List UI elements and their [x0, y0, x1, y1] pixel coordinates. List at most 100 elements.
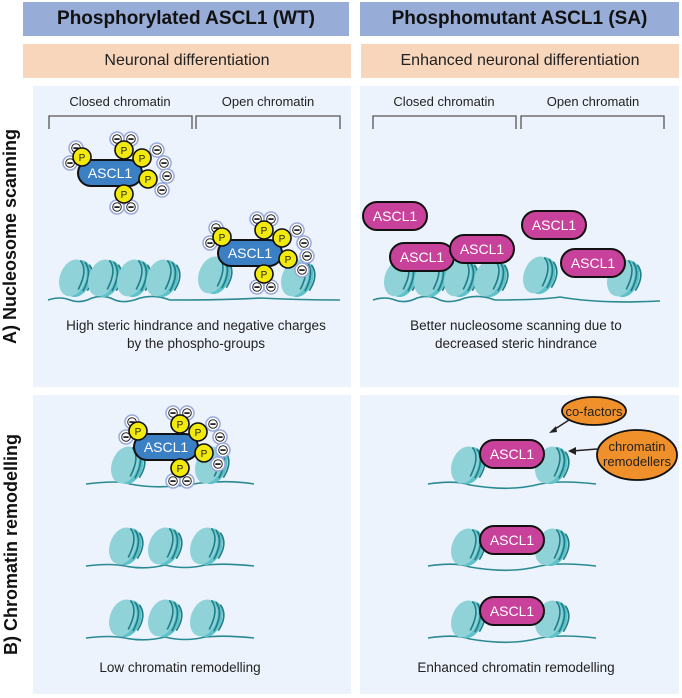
negative-charge-icon: [154, 182, 170, 198]
ascl1-phosphomutant-protein: ASCL1: [521, 210, 587, 240]
ascl1-phosphomutant-protein: ASCL1: [479, 525, 545, 555]
phospho-group-icon: P: [278, 249, 298, 269]
svg-text:P: P: [139, 154, 146, 165]
nucleosome: [103, 522, 149, 570]
phospho-group-icon: P: [188, 422, 208, 442]
negative-charge-icon: [296, 235, 312, 251]
chromatin-fiber-sa-scanning: [372, 251, 661, 303]
phospho-group-icon: P: [254, 220, 274, 240]
nucleosome: [103, 594, 149, 642]
nucleosome: [140, 254, 186, 302]
svg-text:P: P: [177, 464, 184, 475]
ascl1-phosphomutant-protein: ASCL1: [389, 242, 455, 272]
svg-text:ASCL1: ASCL1: [490, 603, 535, 619]
chromatin-fiber-wt-remodelling: [85, 441, 255, 489]
svg-text:P: P: [177, 420, 184, 431]
negative-charge-icon: [159, 168, 175, 184]
svg-text:ASCL1: ASCL1: [228, 245, 273, 261]
nucleosome: [142, 522, 188, 570]
caption-sa-scanning-line1: Better nucleosome scanning due to: [410, 318, 622, 333]
svg-text:P: P: [201, 449, 208, 460]
svg-text:ASCL1: ASCL1: [532, 217, 577, 233]
column-subtitle-wt: Neuronal differentiation: [23, 44, 351, 78]
caption-sa-remodelling: Enhanced chromatin remodelling: [417, 660, 614, 675]
label-closed-chromatin-wt: Closed chromatin: [69, 94, 170, 109]
label-closed-chromatin-sa: Closed chromatin: [393, 94, 494, 109]
negative-charge-icon: [299, 248, 315, 264]
svg-text:P: P: [145, 175, 152, 186]
phospho-group-icon: P: [138, 169, 158, 189]
negative-charge-icon: [215, 442, 231, 458]
column-header-sa: Phosphomutant ASCL1 (SA): [360, 2, 679, 36]
caption-wt-remodelling: Low chromatin remodelling: [99, 660, 260, 675]
phospho-group-icon: P: [212, 227, 232, 247]
phospho-group-icon: P: [72, 147, 92, 167]
panel-sa-scanning: [360, 86, 679, 387]
ascl1-phosphomutant-protein: ASCL1: [560, 248, 626, 278]
phospho-group-icon: P: [128, 421, 148, 441]
svg-text:ASCL1: ASCL1: [88, 165, 133, 181]
svg-text:ASCL1: ASCL1: [490, 532, 535, 548]
svg-text:ASCL1: ASCL1: [460, 241, 505, 257]
svg-text:P: P: [121, 190, 128, 201]
nucleosome: [142, 594, 188, 642]
negative-charge-icon: [294, 262, 310, 278]
ascl1-phosphorylated-complex: ASCL1 P P P P P: [118, 405, 231, 489]
chromatin-remodellers-annotation: chromatin remodellers: [596, 429, 678, 481]
column-subtitle-sa: Enhanced neuronal differentiation: [361, 44, 679, 78]
chromatin-fiber-open-sa-2: [427, 523, 597, 572]
svg-text:ASCL1: ASCL1: [144, 439, 189, 455]
negative-charge-icon: [210, 456, 226, 472]
svg-text:co-factors: co-factors: [565, 404, 623, 419]
phospho-group-icon: P: [194, 443, 214, 463]
chromatin-fiber-condensed: [85, 594, 255, 642]
bracket-closed-sa: [372, 115, 517, 129]
column-header-wt: Phosphorylated ASCL1 (WT): [23, 2, 349, 36]
nucleosome: [517, 251, 563, 299]
ascl1-phosphomutant-protein: ASCL1: [479, 596, 545, 626]
phospho-group-icon: P: [254, 264, 274, 284]
chromatin-fiber-condensed: [85, 522, 255, 570]
bracket-open-sa: [520, 115, 665, 129]
bracket-open-wt: [195, 115, 341, 129]
negative-charge-icon: [289, 222, 305, 238]
ascl1-phosphomutant-protein: ASCL1: [362, 201, 428, 231]
caption-wt-scanning-line1: High steric hindrance and negative charg…: [66, 318, 326, 333]
phospho-group-icon: P: [132, 148, 152, 168]
svg-text:P: P: [279, 234, 286, 245]
svg-text:ASCL1: ASCL1: [400, 249, 445, 265]
svg-text:remodellers: remodellers: [603, 454, 671, 469]
label-open-chromatin-wt: Open chromatin: [222, 94, 315, 109]
phospho-group-icon: P: [170, 458, 190, 478]
svg-text:ASCL1: ASCL1: [571, 255, 616, 271]
svg-text:P: P: [285, 255, 292, 266]
phospho-group-icon: P: [114, 140, 134, 160]
bracket-closed-wt: [48, 115, 193, 129]
cofactors-annotation: co-factors: [561, 396, 627, 426]
svg-text:P: P: [261, 226, 268, 237]
chromatin-fiber-open-sa-3: [427, 595, 597, 644]
svg-text:P: P: [135, 427, 142, 438]
arrow-icon: [568, 447, 598, 455]
phospho-group-icon: P: [114, 184, 134, 204]
ascl1-phosphomutant-protein: ASCL1: [449, 234, 515, 264]
svg-text:chromatin: chromatin: [608, 439, 665, 454]
ascl1-phosphorylated-complex: ASCL1 P P P P P: [62, 131, 175, 215]
negative-charge-icon: [212, 429, 228, 445]
caption-wt-scanning-line2: by the phospho-groups: [127, 336, 265, 351]
svg-text:P: P: [79, 153, 86, 164]
svg-text:P: P: [261, 270, 268, 281]
negative-charge-icon: [205, 416, 221, 432]
arrow-icon: [549, 419, 570, 433]
phospho-group-icon: P: [170, 414, 190, 434]
svg-text:P: P: [121, 146, 128, 157]
svg-text:P: P: [219, 233, 226, 244]
phospho-group-icon: P: [272, 228, 292, 248]
negative-charge-icon: [156, 155, 172, 171]
nucleosome: [184, 594, 230, 642]
chromatin-fiber-wt-scanning: [47, 251, 341, 303]
caption-sa-scanning-line2: decreased steric hindrance: [435, 336, 597, 351]
chromatin-fiber-open-sa-1: [427, 441, 597, 490]
svg-text:ASCL1: ASCL1: [373, 208, 418, 224]
